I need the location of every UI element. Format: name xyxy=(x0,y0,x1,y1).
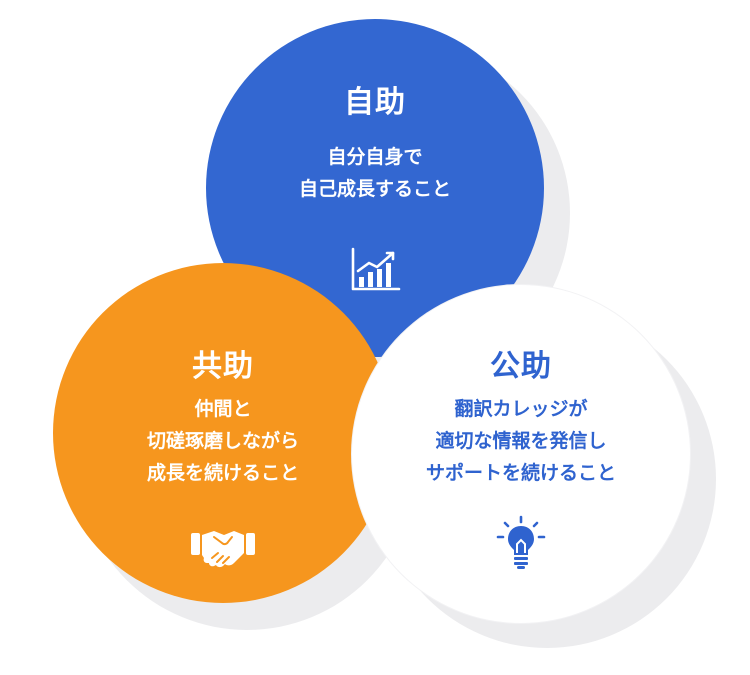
self-help-title: 自助 xyxy=(344,85,406,120)
mutual-help-circle: 共助 仲間と 切磋琢磨しながら 成長を続けること xyxy=(53,263,393,603)
public-help-line: サポートを続けること xyxy=(425,462,616,484)
public-help-circle: 公助 翻訳カレッジが 適切な情報を発信し サポートを続けること xyxy=(352,285,690,623)
mutual-help-line: 仲間と xyxy=(194,398,252,420)
self-help-line: 自己成長すること xyxy=(298,178,451,200)
mutual-help-title: 共助 xyxy=(192,349,254,384)
lightbulb-icon xyxy=(496,515,546,569)
growth-chart-icon xyxy=(351,247,401,291)
mutual-help-line: 切磋琢磨しながら xyxy=(146,430,299,452)
mutual-help-description: 仲間と 切磋琢磨しながら 成長を続けること xyxy=(53,393,393,489)
public-help-line: 翻訳カレッジが xyxy=(454,398,588,420)
public-help-title: 公助 xyxy=(490,349,552,384)
public-help-line: 適切な情報を発信し xyxy=(435,430,607,452)
public-help-description: 翻訳カレッジが 適切な情報を発信し サポートを続けること xyxy=(352,393,690,489)
mutual-help-line: 成長を続けること xyxy=(146,462,299,484)
self-help-description: 自分自身で 自己成長すること xyxy=(206,141,544,205)
handshake-icon xyxy=(191,531,255,568)
self-help-line: 自分自身で xyxy=(327,146,423,168)
